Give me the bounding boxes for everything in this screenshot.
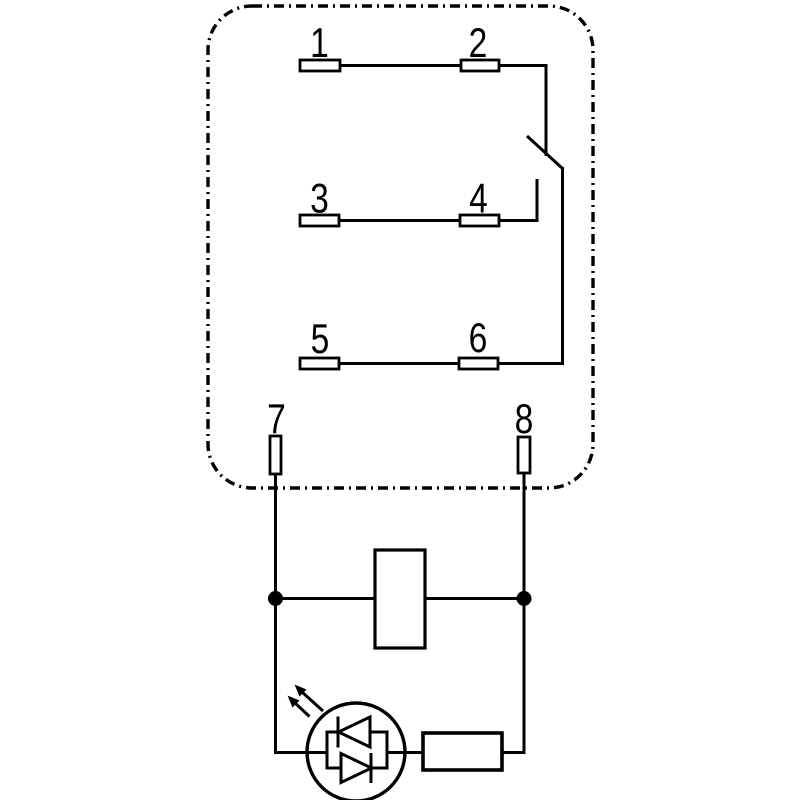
emission-arrow-2-shaft <box>293 701 311 718</box>
pin-label-8: 8 <box>515 397 534 443</box>
wire-contact-to-pin6 <box>498 167 564 365</box>
junction-dot-left-icon <box>268 591 283 606</box>
resistor-icon <box>421 731 504 772</box>
pin-label-2: 2 <box>469 21 488 67</box>
pin-terminal-3 <box>298 213 341 228</box>
pin-label-7: 7 <box>267 397 286 443</box>
wire-pin2-to-contact <box>499 64 548 156</box>
emission-arrow-1-head <box>294 684 307 697</box>
pin-label-6: 6 <box>469 316 488 362</box>
wire-pin4-open-stub <box>499 179 539 222</box>
pin-label-5: 5 <box>311 317 330 363</box>
led-diode-left-pointing-icon <box>335 714 372 750</box>
wire-pin8-to-resistor <box>502 473 526 754</box>
wire-pin7-to-led <box>274 474 327 754</box>
pin-terminal-4 <box>458 213 501 228</box>
pin-terminal-5 <box>298 356 341 371</box>
pin-label-1: 1 <box>310 21 329 67</box>
junction-dot-right-icon <box>516 591 532 606</box>
emission-arrow-2-head <box>287 695 300 708</box>
pin-terminal-7 <box>268 434 283 476</box>
pin-label-4: 4 <box>469 176 488 222</box>
pin-terminal-6 <box>457 356 500 371</box>
pin-terminal-1 <box>298 58 342 73</box>
switch-blade-icon <box>525 134 564 170</box>
pin-label-3: 3 <box>310 176 329 222</box>
led-emission-arrows-icon <box>287 684 325 718</box>
relay-outline-border <box>206 4 595 490</box>
emission-arrow-1-shaft <box>300 690 325 713</box>
coil-icon <box>373 548 427 650</box>
pin-terminal-8 <box>516 435 532 475</box>
pin-terminal-2 <box>459 58 501 73</box>
led-diode-right-pointing-icon <box>339 751 375 785</box>
